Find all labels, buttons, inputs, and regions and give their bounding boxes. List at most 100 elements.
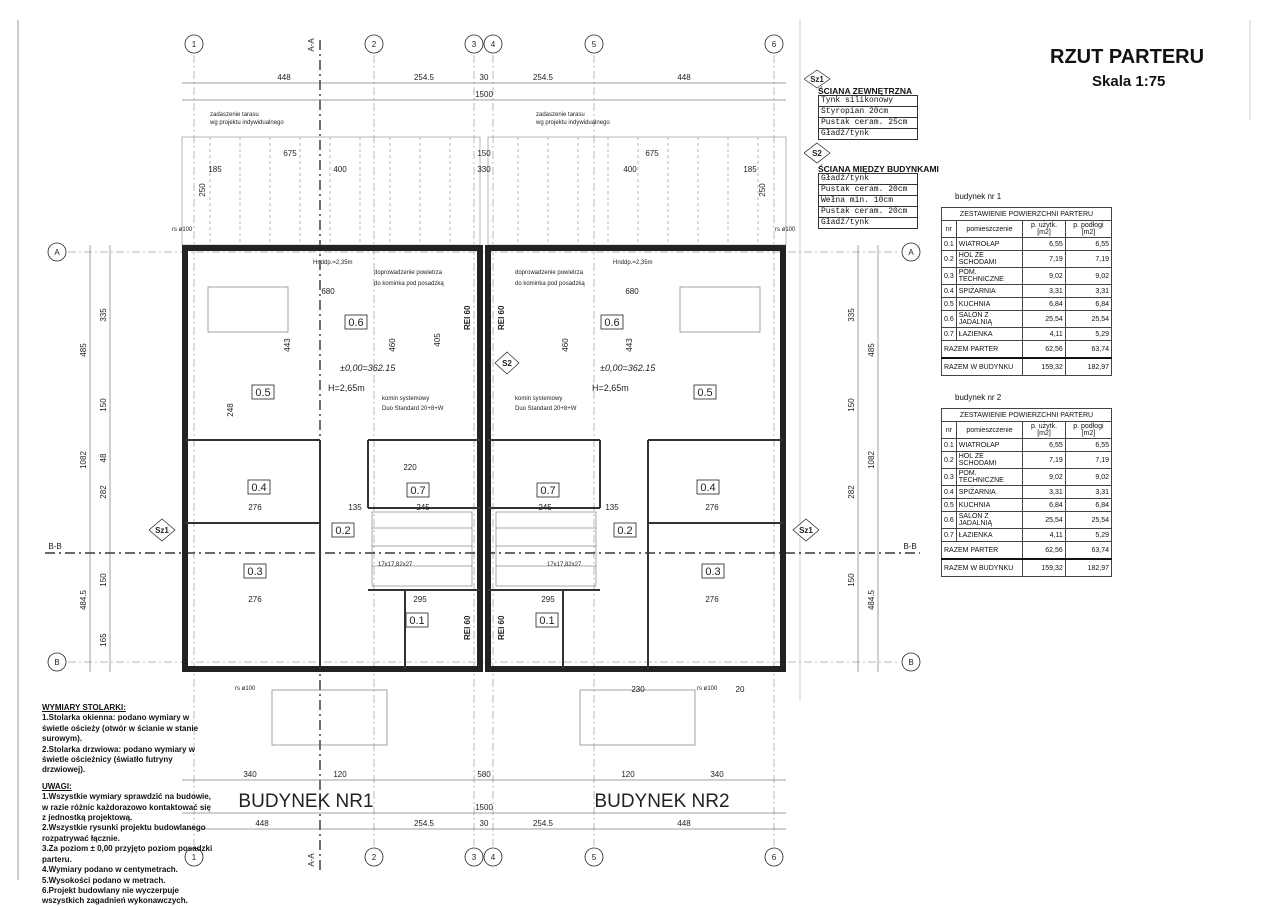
table-cell: 6,55: [1022, 237, 1066, 251]
total-label: RAZEM W BUDYNKU: [940, 558, 1024, 577]
dimension-text: 276: [248, 503, 262, 512]
entrance-steps: [271, 689, 696, 746]
wall-tags: Sz1 Sz1 S2: [148, 351, 820, 542]
section-label: A-A: [307, 38, 316, 52]
legend-layer: Pustak ceram. 20cm: [818, 206, 918, 218]
lintel-note: Hnddp.=2,35m: [313, 260, 353, 266]
notes-heading: UWAGI:: [42, 781, 72, 791]
dimension-text: 330: [477, 165, 491, 174]
chimney-note: Duo Standard 20+8+W: [515, 406, 577, 412]
table-cell: 6,84: [1022, 297, 1066, 311]
table-cell: 25,54: [1064, 511, 1113, 529]
dimension-text: 150: [477, 149, 491, 158]
room-number: 0.3: [247, 566, 262, 578]
air-note: do kominka pod posadzką: [515, 281, 585, 287]
legend-tag: Sz1: [810, 75, 824, 84]
table-cell: WIATROŁAP: [955, 237, 1024, 251]
table-cell: 0.4: [941, 284, 957, 298]
note-item: 2.Wszystkie rysunki projektu budowlanego…: [42, 823, 206, 843]
dimension-text: 580: [477, 770, 491, 779]
room-number: 0.5: [255, 387, 270, 399]
axis-label: 3: [472, 40, 477, 49]
note-item: 5.Wysokości podano w metrach.: [42, 875, 166, 885]
fire-rating: REI 60: [463, 615, 472, 640]
table-cell: 4,11: [1022, 327, 1066, 341]
axis-label: 6: [772, 40, 777, 49]
dimension-text: 254.5: [414, 819, 435, 828]
dimension-text: 150: [99, 398, 108, 412]
room-number: 0.1: [539, 615, 554, 627]
drawing-scale: Skala 1:75: [1092, 73, 1166, 90]
axis-label: 5: [592, 40, 597, 49]
table-cell: 7,19: [1064, 250, 1113, 268]
section-label: A-A: [307, 853, 316, 867]
dimension-text: 448: [255, 819, 269, 828]
table-cell: 0.7: [941, 528, 957, 542]
legend-party-wall: ŚCIANA MIĘDZY BUDYNKAMI Gładź/tynk Pusta…: [818, 164, 939, 229]
downpipe-note: rs ø100: [697, 686, 718, 692]
air-note: do kominka pod posadzką: [374, 281, 444, 287]
annotations: zadaszenie tarasu wg projektu indywidual…: [172, 112, 796, 692]
dimension-text: 185: [208, 165, 222, 174]
table-cell: POM. TECHNICZNE: [955, 267, 1024, 285]
interior-walls: [185, 439, 783, 669]
dimension-text: 335: [99, 308, 108, 322]
table-cell: 5,29: [1064, 327, 1113, 341]
table-cell: KUCHNIA: [955, 297, 1024, 311]
dimension-text: 680: [625, 287, 639, 296]
note-item: 1.Wszystkie wymiary sprawdzić na budowie…: [42, 792, 211, 823]
level-mark: ±0,00=362.15: [600, 363, 656, 373]
room-number: 0.2: [617, 525, 632, 537]
room-number: 0.7: [540, 485, 555, 497]
chimney-note: Duo Standard 20+8+W: [382, 406, 444, 412]
dimension-text: 1500: [475, 803, 493, 812]
chimney-note: komin systemowy: [382, 396, 429, 402]
legend-layer: Gładź/tynk: [818, 128, 918, 140]
dimension-text: 335: [847, 308, 856, 322]
dining-tables: [207, 286, 761, 333]
axis-label: 1: [192, 853, 197, 862]
dimension-text: 443: [283, 338, 292, 352]
table-cell: 0.2: [941, 250, 957, 268]
room-number: 0.6: [348, 317, 363, 329]
table-title-row: ZESTAWIENIE POWIERZCHNI PARTERU: [941, 408, 1112, 422]
fire-rating-labels: REI 60 REI 60 REI 60 REI 60: [463, 305, 506, 640]
table-cell: SPIŻARNIA: [955, 485, 1024, 499]
axis-label: B: [908, 658, 913, 667]
dimension-text: 230: [631, 685, 645, 694]
table-cell: 0.3: [941, 468, 957, 486]
table-cell: 6,55: [1022, 438, 1066, 452]
dimension-text: 680: [321, 287, 335, 296]
dimension-text: 340: [710, 770, 724, 779]
column-header: p. podłogi [m2]: [1064, 220, 1113, 238]
table-cell: 62,56: [1022, 340, 1066, 359]
dimension-text: 400: [623, 165, 637, 174]
table-cell: 0.1: [941, 438, 957, 452]
table-cell: SPIŻARNIA: [955, 284, 1024, 298]
dimension-text: 20: [736, 685, 745, 694]
room-number: 0.4: [251, 482, 266, 494]
dimension-texts: 448 254.5 30 254.5 448 1500 675 150 675 …: [79, 73, 876, 828]
sum-label: RAZEM PARTER: [940, 340, 1024, 359]
walls: [182, 245, 786, 672]
axis-label: 2: [372, 40, 377, 49]
table-cell: 9,02: [1022, 267, 1066, 285]
column-header: pomieszczenie: [955, 421, 1024, 439]
table-cell: 25,54: [1064, 310, 1113, 328]
dimension-text: 220: [403, 463, 417, 472]
table-cell: 0.3: [941, 267, 957, 285]
legend-heading: ŚCIANA MIĘDZY BUDYNKAMI: [818, 164, 939, 174]
table-cell: ŁAZIENKA: [955, 327, 1024, 341]
dimension-text: 295: [413, 595, 427, 604]
dimension-text: 1500: [475, 90, 493, 99]
wall-tag: Sz1: [799, 526, 813, 535]
room-number: 0.2: [335, 525, 350, 537]
